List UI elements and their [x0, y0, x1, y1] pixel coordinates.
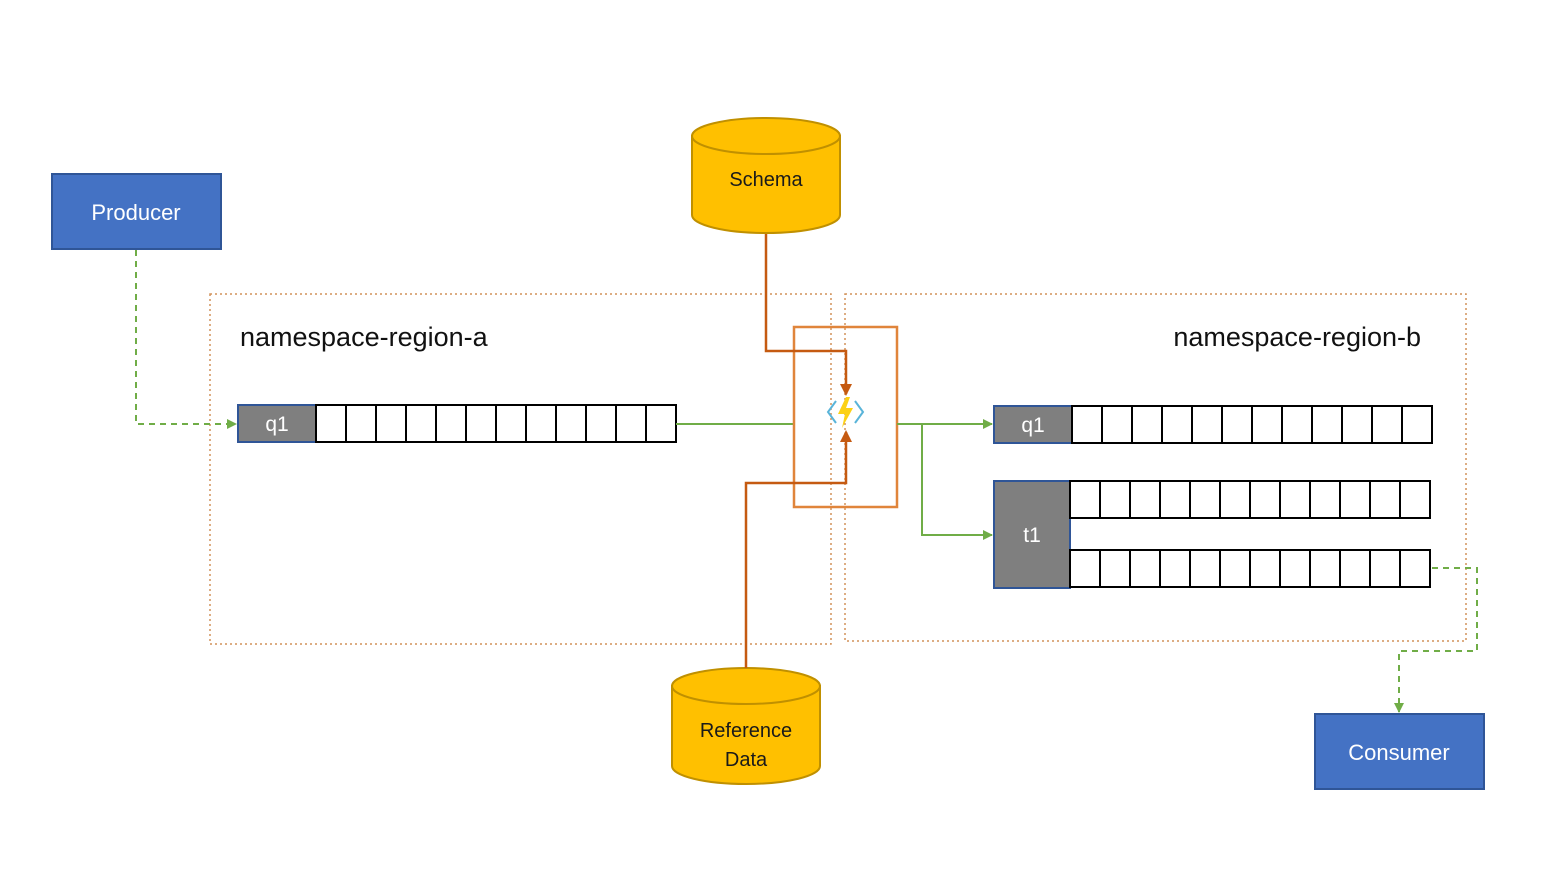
queue-cell: [1131, 405, 1163, 444]
queue-cell: [1371, 405, 1403, 444]
function-box[interactable]: [792, 325, 899, 509]
queue-cell: [1101, 405, 1133, 444]
queue-cell: [1099, 549, 1131, 588]
queue-cell: [1341, 405, 1373, 444]
reference-to-function-arrow: [744, 430, 852, 668]
region-a-container: [209, 293, 832, 645]
queue-cell: [1071, 405, 1103, 444]
producer-box[interactable]: [51, 173, 222, 250]
region-b-queue-cells: [1071, 405, 1433, 444]
queue-cell: [1311, 405, 1343, 444]
region-a-queue[interactable]: q1: [237, 404, 677, 443]
region-b-label: namespace-region-b: [1173, 322, 1421, 352]
queue-cell: [345, 404, 377, 443]
region-a-queue-cells: [315, 404, 677, 443]
queue-cell: [1159, 549, 1191, 588]
region-b-container: [844, 293, 1467, 642]
queue-cell: [1401, 405, 1433, 444]
queue-cell: [1369, 549, 1401, 588]
queue-cell: [645, 404, 677, 443]
function-to-topic-arrow: [921, 424, 993, 540]
producer-label: Producer: [91, 200, 180, 225]
consumer-label: Consumer: [1348, 740, 1449, 765]
topic-subscription-2-cells: [1069, 549, 1431, 588]
queue-cell: [315, 404, 347, 443]
queue-cell: [1219, 480, 1251, 519]
queue-cell: [1399, 480, 1431, 519]
queue-cell: [1339, 480, 1371, 519]
region-b-queue-label: q1: [1021, 414, 1044, 437]
queue-cell: [375, 404, 407, 443]
schema-database[interactable]: Schema: [691, 117, 841, 234]
azure-function-icon: [826, 397, 865, 428]
queue-cell: [1251, 405, 1283, 444]
queue-cell: [1191, 405, 1223, 444]
queue-cell: [435, 404, 467, 443]
queue-cell: [1279, 549, 1311, 588]
queue-cell: [585, 404, 617, 443]
queue-cell: [1339, 549, 1371, 588]
region-b-queue[interactable]: q1: [993, 405, 1433, 444]
queue-cell: [1249, 549, 1281, 588]
queue-cell: [1159, 480, 1191, 519]
region-b-topic[interactable]: t1: [993, 480, 1431, 589]
queue-cell: [495, 404, 527, 443]
schema-label: Schema: [729, 169, 803, 191]
queue-cell: [1309, 480, 1341, 519]
queue-cell: [615, 404, 647, 443]
region-b-topic-label: t1: [1023, 524, 1041, 547]
queue-cell: [465, 404, 497, 443]
region-b-topic-label-box: [993, 480, 1071, 589]
queue-cell: [1279, 480, 1311, 519]
queue-cell: [1221, 405, 1253, 444]
reference-data-database[interactable]: Reference Data: [671, 667, 821, 785]
topic-subscription-1-cells: [1069, 480, 1431, 519]
queue-cell: [1369, 480, 1401, 519]
queue-cell: [1219, 549, 1251, 588]
schema-to-function-arrow: [764, 234, 852, 396]
queue-cell: [1249, 480, 1281, 519]
producer-to-queue-arrow: [135, 250, 237, 429]
queue-cell: [1189, 549, 1221, 588]
queue-cell: [1099, 480, 1131, 519]
queue-cell: [1161, 405, 1193, 444]
queue-cell: [525, 404, 557, 443]
queue-cell: [1189, 480, 1221, 519]
queue-cell: [1129, 480, 1161, 519]
reference-data-label-line2: Data: [725, 749, 768, 771]
queue-cell: [1309, 549, 1341, 588]
queue-cell: [1069, 480, 1101, 519]
queue-cell: [1281, 405, 1313, 444]
region-a-queue-label: q1: [265, 413, 288, 436]
queue-cell: [405, 404, 437, 443]
queue-cell: [1069, 549, 1101, 588]
queue-cell: [1129, 549, 1161, 588]
region-a-label: namespace-region-a: [240, 322, 489, 352]
reference-data-label-line1: Reference: [700, 720, 792, 742]
queue-cell: [1399, 549, 1431, 588]
consumer-box[interactable]: [1314, 713, 1485, 790]
queue-cell: [555, 404, 587, 443]
